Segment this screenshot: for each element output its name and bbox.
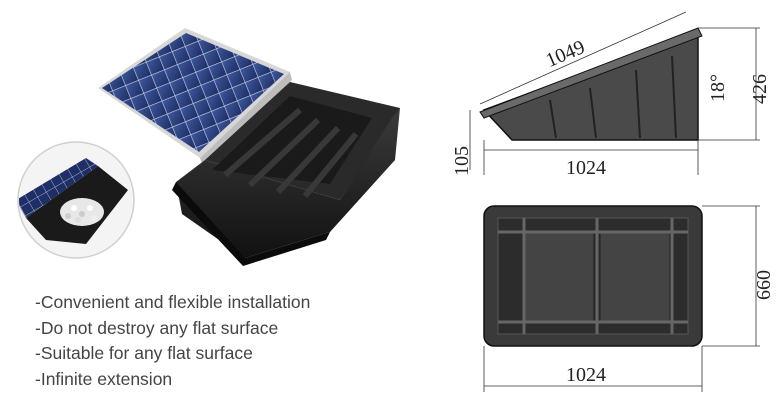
dim-front-height: 105 xyxy=(451,146,473,176)
side-view-drawing xyxy=(469,11,760,175)
feature-item: -Infinite extension xyxy=(35,368,173,389)
feature-item: -Suitable for any flat surface xyxy=(35,343,253,363)
inset-detail-photo xyxy=(17,141,135,259)
solar-panel xyxy=(98,28,292,166)
top-view-drawing xyxy=(483,205,760,392)
dim-length-side: 1024 xyxy=(566,157,606,179)
dim-height: 426 xyxy=(749,74,771,104)
feature-item: -Do not destroy any flat surface xyxy=(35,317,279,338)
plastic-tray xyxy=(172,82,400,266)
dim-angle: 18° xyxy=(707,74,729,102)
feature-item: -Convenient and flexible installation xyxy=(35,292,311,312)
dim-length-top: 1024 xyxy=(566,364,606,386)
technical-drawings: 1049 18° 426 105 1024 660 1024 xyxy=(451,11,775,392)
dim-width: 660 xyxy=(753,270,775,300)
dim-slant-length: 1049 xyxy=(543,36,588,72)
product-photo xyxy=(98,28,400,266)
feature-list: -Convenient and flexible installation -D… xyxy=(35,290,310,392)
